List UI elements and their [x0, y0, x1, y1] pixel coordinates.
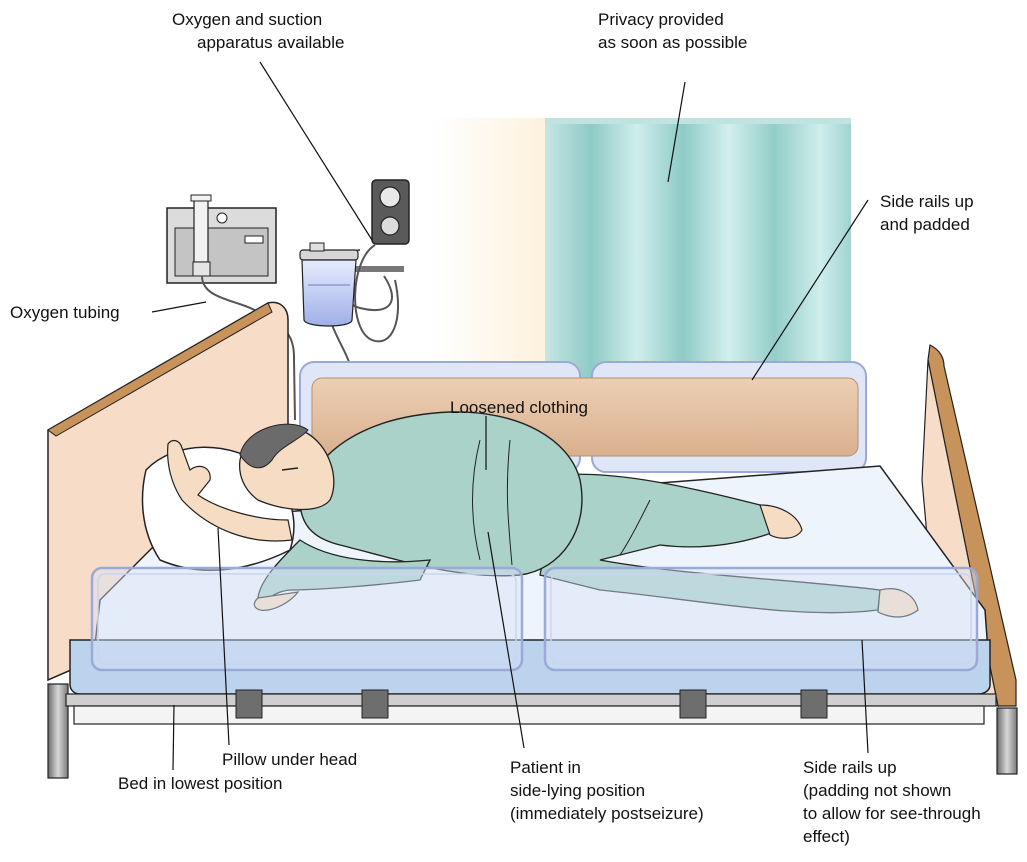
label-line: side-lying position [510, 779, 704, 802]
label-line: Bed in lowest position [118, 772, 282, 795]
label-line: apparatus available [172, 31, 344, 54]
label-line: and padded [880, 213, 974, 236]
label-line: Loosened clothing [450, 396, 588, 419]
suction-canister-icon [300, 243, 398, 365]
privacy-curtain [545, 118, 851, 378]
label-loosened-clothing: Loosened clothing [450, 396, 588, 419]
label-line: Oxygen tubing [10, 301, 120, 324]
label-line: Pillow under head [222, 748, 357, 771]
label-side-rails-seethrough: Side rails up (padding not shown to allo… [803, 756, 981, 848]
label-bed-lowest: Bed in lowest position [118, 772, 282, 795]
label-line: as soon as possible [598, 31, 747, 54]
label-line: to allow for see-through [803, 802, 981, 825]
label-line: Privacy provided [598, 8, 747, 31]
label-patient-position: Patient in side-lying position (immediat… [510, 756, 704, 825]
label-pillow: Pillow under head [222, 748, 357, 771]
label-side-rails-padded: Side rails up and padded [880, 190, 974, 236]
label-oxygen-tubing: Oxygen tubing [10, 301, 120, 324]
label-line: Oxygen and suction [172, 8, 344, 31]
bed-frame [66, 690, 996, 724]
label-line: (padding not shown [803, 779, 981, 802]
label-line: (immediately postseizure) [510, 802, 704, 825]
label-oxygen-suction: Oxygen and suction apparatus available [172, 8, 344, 54]
label-line: Patient in [510, 756, 704, 779]
wall-panel [432, 118, 550, 363]
label-privacy: Privacy provided as soon as possible [598, 8, 747, 54]
label-line: Side rails up [803, 756, 981, 779]
label-line: Side rails up [880, 190, 974, 213]
label-line: effect) [803, 825, 981, 848]
